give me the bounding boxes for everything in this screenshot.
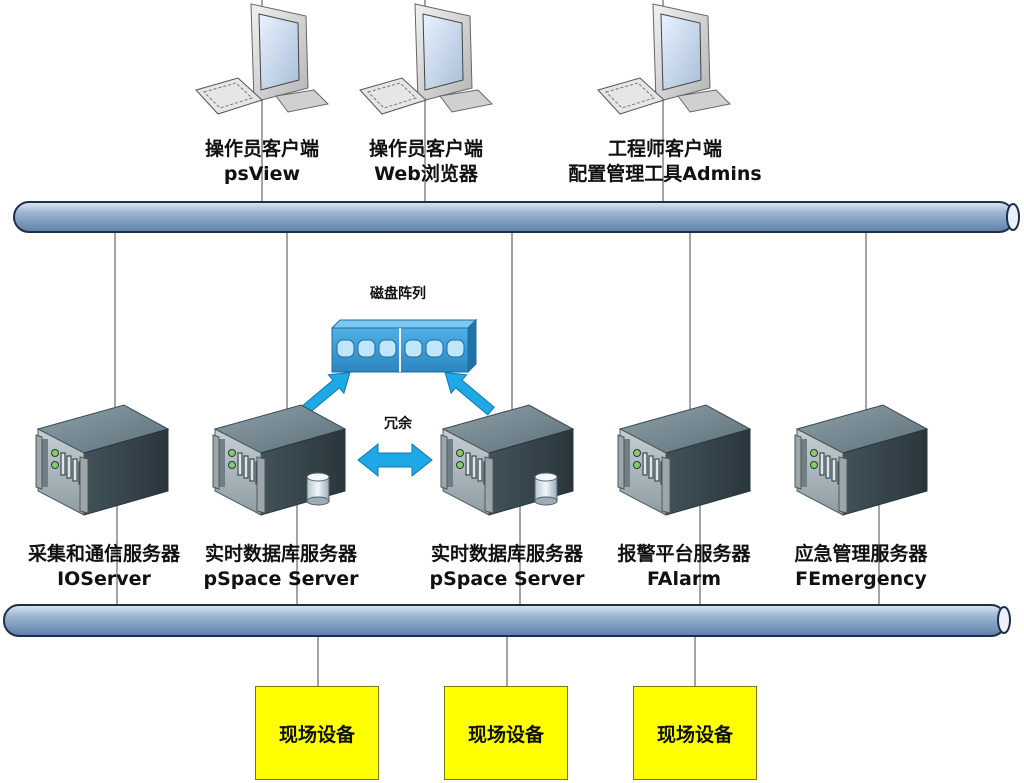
server-label-pspace-2: 实时数据库服务器 pSpace Server: [429, 542, 584, 592]
server-label-line1: 实时数据库服务器: [430, 543, 583, 565]
server-label-line2: FAlarm: [646, 568, 722, 590]
field-device-3: 现场设备: [633, 686, 757, 780]
server-pspace-2-icon: [440, 404, 575, 516]
server-label-line1: 采集和通信服务器: [27, 543, 181, 565]
top-network-bus: [13, 201, 1020, 233]
server-pspace-1-icon: [212, 404, 347, 516]
redundancy-arrow-icon: [357, 442, 433, 478]
server-label-line1: 应急管理服务器: [794, 543, 928, 565]
server-label-ioserver: 采集和通信服务器 IOServer: [28, 542, 180, 592]
database-icon: [306, 472, 330, 506]
database-icon: [534, 472, 558, 506]
workstation-psview-icon: [195, 3, 330, 115]
server-femergency-icon: [794, 404, 929, 516]
client-label-line2: 配置管理工具Admins: [568, 163, 762, 185]
server-label-line2: IOServer: [57, 568, 151, 590]
redundancy-label: 冗余: [384, 416, 412, 432]
server-label-line1: 报警平台服务器: [617, 543, 751, 565]
bottom-network-bus: [3, 604, 1011, 637]
workstation-admins-icon: [597, 3, 732, 115]
client-label-line1: 操作员客户端: [204, 138, 320, 160]
client-label-web: 操作员客户端 Web浏览器: [369, 137, 483, 187]
client-label-admins: 工程师客户端 配置管理工具Admins: [568, 137, 761, 187]
client-label-psview: 操作员客户端 psView: [205, 137, 319, 187]
server-label-line1: 实时数据库服务器: [204, 543, 357, 565]
field-device-2: 现场设备: [444, 686, 568, 780]
client-label-line1: 操作员客户端: [368, 138, 484, 160]
server-ioserver-icon: [35, 404, 170, 516]
server-label-pspace-1: 实时数据库服务器 pSpace Server: [203, 542, 358, 592]
server-label-line2: pSpace Server: [429, 568, 585, 590]
disk-array-icon: [330, 318, 478, 374]
server-falarm-icon: [617, 404, 752, 516]
arrow-up-left-icon: [300, 371, 351, 416]
client-label-line2: psView: [223, 163, 301, 185]
client-label-line1: 工程师客户端: [607, 138, 723, 160]
field-device-1: 现场设备: [255, 686, 379, 780]
server-label-femergency: 应急管理服务器 FEmergency: [794, 542, 927, 592]
arrow-up-right-icon: [444, 371, 495, 416]
server-label-line2: FEmergency: [795, 568, 927, 590]
server-label-falarm: 报警平台服务器 FAlarm: [617, 542, 750, 592]
workstation-web-icon: [359, 3, 494, 115]
server-label-line2: pSpace Server: [203, 568, 359, 590]
disk-array-label: 磁盘阵列: [370, 286, 426, 302]
client-label-line2: Web浏览器: [374, 163, 478, 185]
